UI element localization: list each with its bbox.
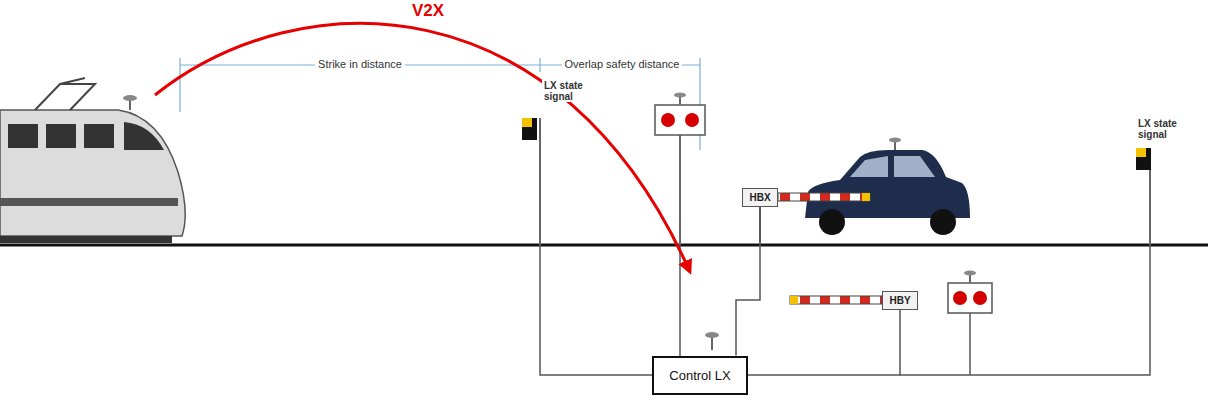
signal-head xyxy=(1136,148,1151,170)
barrier-housing: HBY xyxy=(882,291,917,310)
dimension-tick xyxy=(179,58,180,112)
barrier-y xyxy=(790,271,992,314)
barrier-arm xyxy=(778,193,870,201)
signal-post xyxy=(679,135,681,245)
pantograph xyxy=(35,78,95,110)
road-light-signal xyxy=(655,93,705,246)
control-antenna xyxy=(705,332,719,338)
red-light xyxy=(661,113,675,127)
train-stripe xyxy=(0,198,178,206)
signal-head xyxy=(522,118,537,140)
train xyxy=(0,78,185,243)
red-light xyxy=(685,113,699,127)
signal-label: LX state signal xyxy=(1136,118,1188,140)
control-antenna xyxy=(711,336,713,350)
wire xyxy=(969,313,971,375)
dimension-label: Overlap safety distance xyxy=(562,58,683,70)
barrier-tip xyxy=(862,193,870,201)
dimension-tick xyxy=(539,58,540,72)
dimension-tick xyxy=(699,58,700,150)
car-wheel xyxy=(819,209,845,235)
train-body xyxy=(0,110,185,236)
road-light-box xyxy=(655,105,705,135)
dimension-lines xyxy=(180,58,700,150)
barrier-tip xyxy=(790,296,798,304)
signal-lamp xyxy=(1136,148,1146,157)
train-antenna xyxy=(123,95,137,101)
car xyxy=(805,138,970,236)
red-light xyxy=(973,291,987,305)
red-light xyxy=(953,291,967,305)
lx-state-signal xyxy=(522,118,540,245)
wire-connector xyxy=(736,207,760,356)
dimension-label: Strike in distance xyxy=(315,58,405,70)
antenna xyxy=(964,271,976,276)
signal-label: LX state signal xyxy=(542,80,594,102)
antenna xyxy=(674,93,686,98)
train-window xyxy=(46,124,76,148)
node-label: HBX xyxy=(749,192,770,203)
lx-state-signal xyxy=(1136,148,1151,245)
train-window xyxy=(84,124,114,148)
car-wheel xyxy=(930,209,956,235)
car-window xyxy=(850,156,888,177)
wire-connector xyxy=(748,310,900,376)
road-light-box xyxy=(948,283,992,313)
wires xyxy=(540,245,1150,375)
node-label: HBY xyxy=(889,295,910,306)
barrier-arm xyxy=(790,296,882,304)
train-bogie xyxy=(0,236,172,243)
ground-line xyxy=(0,244,1208,247)
wire xyxy=(900,245,1150,375)
node-label: Control LX xyxy=(668,368,732,383)
signal-lamp xyxy=(522,118,532,127)
car-window xyxy=(894,156,935,177)
car-antenna xyxy=(889,138,901,143)
train-window xyxy=(8,124,38,148)
link-label: V2X xyxy=(412,1,444,21)
train-windshield xyxy=(124,122,164,150)
train-antenna xyxy=(129,100,131,110)
v2x-arrow xyxy=(155,23,690,272)
car-body xyxy=(805,150,970,218)
signal-post xyxy=(539,118,541,245)
control-box: Control LX xyxy=(652,356,748,395)
barrier-housing: HBX xyxy=(742,188,777,207)
